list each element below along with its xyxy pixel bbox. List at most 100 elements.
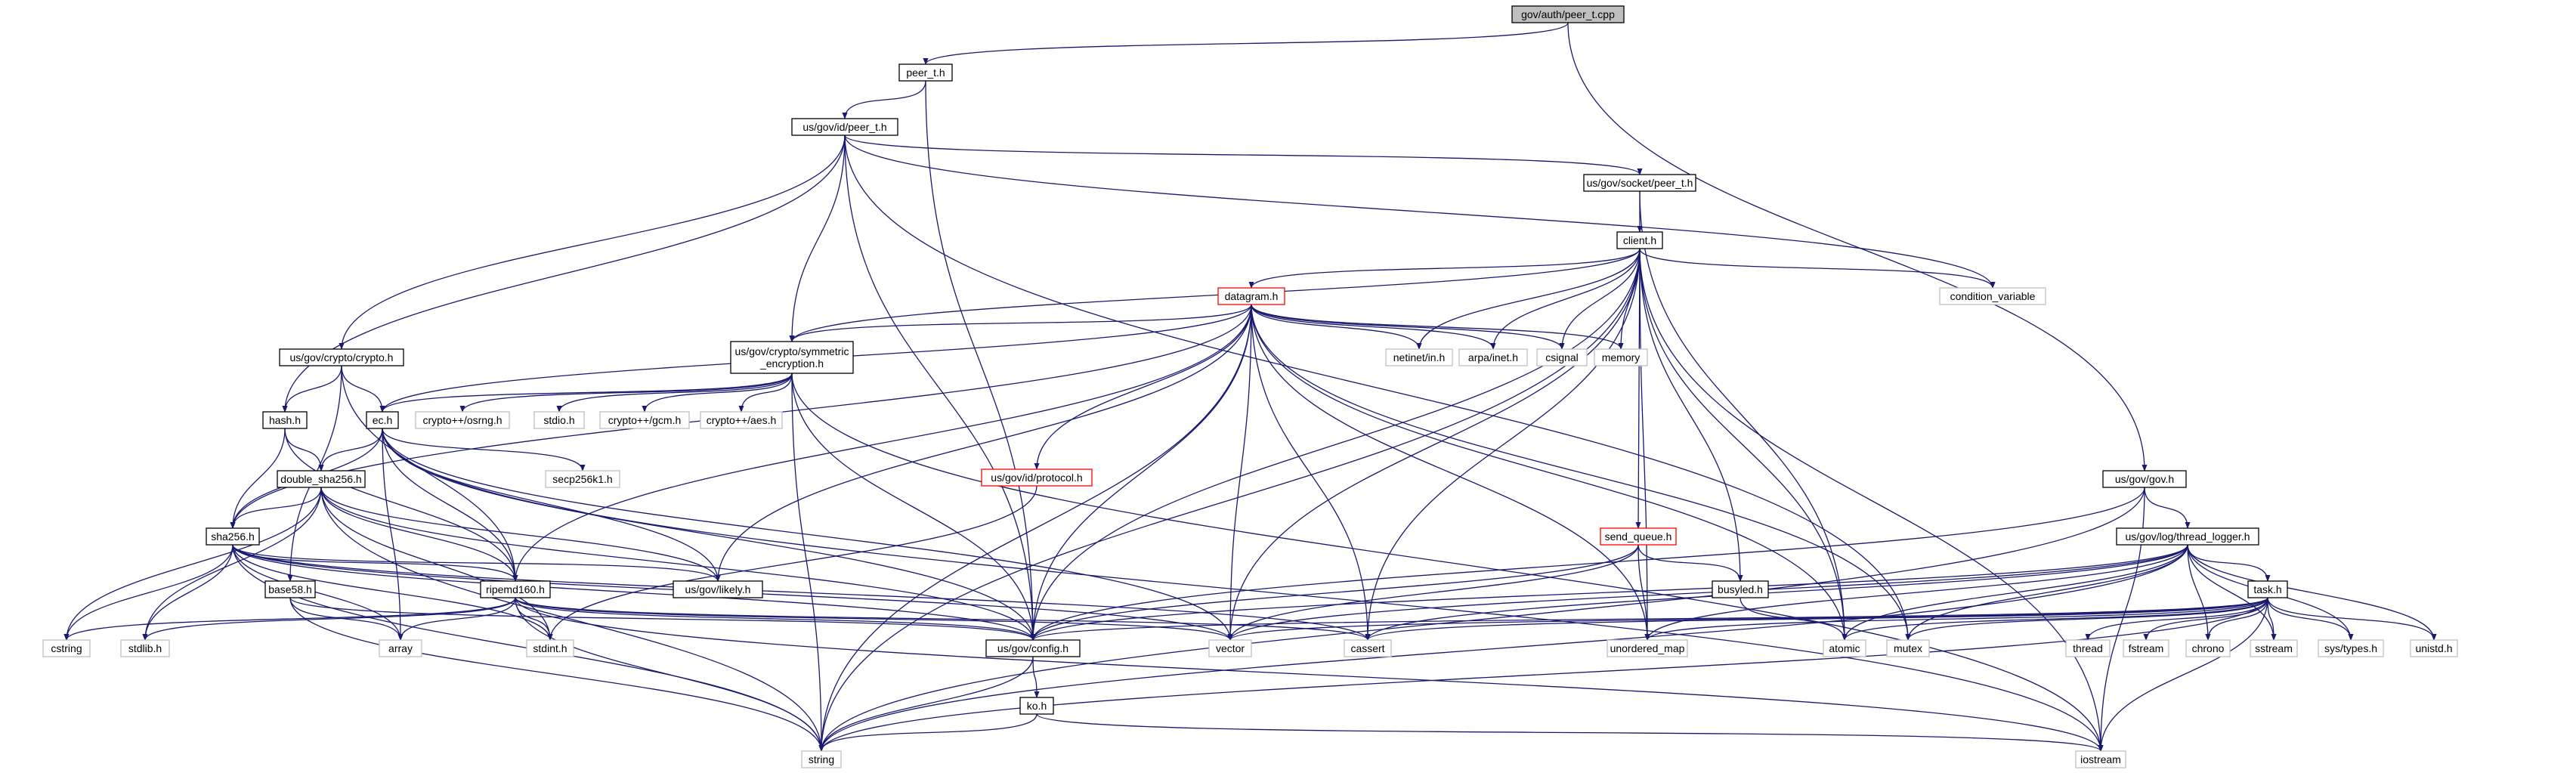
node-mutex-label: mutex — [1894, 642, 1922, 654]
node-thread_logger-box[interactable] — [2116, 527, 2259, 546]
node-sha256_h-box[interactable] — [206, 527, 260, 546]
node-task_h[interactable]: task.h — [2247, 580, 2288, 598]
edge-hash_h-to-ripemd_h — [284, 428, 518, 582]
node-memory-label: memory — [1602, 351, 1641, 363]
node-gcm: crypto++/gcm.h — [599, 411, 690, 429]
node-iostream-label: iostream — [2080, 753, 2121, 765]
edge-id_peer_t-to-crypto_h — [339, 135, 846, 350]
edge-thread_logger-to-config_h — [1030, 544, 2188, 641]
node-peer_t_h-label: peer_t.h — [906, 66, 945, 79]
node-ripemd_h-box[interactable] — [480, 580, 551, 598]
node-dsha_h-label: double_sha256.h — [280, 473, 361, 485]
edge-client_h-to-condvar — [1639, 248, 1996, 289]
node-chrono: chrono — [2185, 639, 2231, 657]
node-ripemd_h[interactable]: ripemd160.h — [480, 580, 551, 598]
node-send_queue[interactable]: send_queue.h — [1600, 527, 1677, 546]
node-protocol_h-box[interactable] — [981, 468, 1093, 487]
node-client_h-box[interactable] — [1616, 231, 1663, 249]
node-root[interactable]: gov/auth/peer_t.cpp — [1511, 5, 1625, 23]
node-peer_t_h-box[interactable] — [898, 63, 953, 82]
edge-datagram_h-to-ripemd_h — [512, 304, 1252, 582]
node-dsha_h[interactable]: double_sha256.h — [277, 470, 366, 488]
node-datagram_h-box[interactable] — [1217, 287, 1285, 305]
node-client_h[interactable]: client.h — [1616, 231, 1663, 249]
node-thread-label: thread — [2073, 642, 2103, 654]
node-aes: crypto++/aes.h — [700, 411, 783, 429]
edge-datagram_h-to-atomic — [1251, 304, 1848, 641]
node-gcm-box — [599, 411, 690, 429]
node-osrng-label: crypto++/osrng.h — [422, 414, 502, 426]
edge-client_h-to-vector — [1227, 248, 1641, 641]
edge-client_h-to-atomic — [1639, 248, 1848, 641]
edge-hash_h-to-dsha_h — [284, 428, 324, 472]
node-stdlib-label: stdlib.h — [128, 642, 162, 654]
edge-id_peer_t-to-mutex — [844, 135, 1911, 641]
node-condvar-box — [1939, 287, 2046, 305]
node-stdint-box — [526, 639, 574, 657]
node-task_h-box[interactable] — [2247, 580, 2288, 598]
node-peer_t_h[interactable]: peer_t.h — [898, 63, 953, 82]
edge-datagram_h-to-vector — [1227, 304, 1252, 641]
node-sha256_h[interactable]: sha256.h — [206, 527, 260, 546]
edge-gov_h-to-config_h — [1030, 487, 2145, 641]
node-systypes-label: sys/types.h — [2324, 642, 2377, 654]
edge-ec_h-to-array — [382, 428, 404, 641]
edge-root-to-peer_t_h — [923, 22, 1569, 65]
node-busyled_h[interactable]: busyled.h — [1712, 580, 1769, 598]
node-root-box[interactable] — [1511, 5, 1625, 23]
node-crypto_h-label: us/gov/crypto/crypto.h — [290, 351, 394, 363]
node-likely_h-label: us/gov/likely.h — [685, 583, 751, 595]
edge-task_h-to-thread — [2085, 597, 2268, 641]
node-hash_h-box[interactable] — [262, 411, 308, 429]
node-ec_h[interactable]: ec.h — [366, 411, 399, 429]
node-crypto_h-box[interactable] — [279, 348, 404, 366]
node-ec_h-box[interactable] — [366, 411, 399, 429]
node-ko_h[interactable]: ko.h — [1019, 697, 1054, 715]
node-likely_h[interactable]: us/gov/likely.h — [673, 580, 763, 598]
edge-dsha_h-to-string — [320, 487, 824, 752]
node-datagram_h[interactable]: datagram.h — [1217, 287, 1285, 305]
node-fstream-box — [2123, 639, 2169, 657]
edge-symenc_h-to-iostream — [791, 373, 2104, 752]
edge-thread_logger-to-sstream — [2187, 544, 2277, 641]
node-gov_h[interactable]: us/gov/gov.h — [2102, 470, 2187, 488]
edge-sha256_h-to-cstring — [63, 544, 233, 641]
node-chrono-label: chrono — [2192, 642, 2225, 654]
node-hash_h[interactable]: hash.h — [262, 411, 308, 429]
edge-ripemd_h-to-array — [397, 597, 516, 641]
node-gov_h-box[interactable] — [2102, 470, 2187, 488]
edge-thread_logger-to-mutex — [1905, 544, 2188, 641]
edge-datagram_h-to-config_h — [1030, 304, 1252, 641]
node-config_h[interactable]: us/gov/config.h — [985, 639, 1081, 657]
node-base58_h-label: base58.h — [268, 583, 312, 595]
edge-client_h-to-arpa — [1490, 248, 1641, 350]
node-vector: vector — [1208, 639, 1252, 657]
node-id_peer_t[interactable]: us/gov/id/peer_t.h — [791, 118, 898, 136]
node-dsha_h-box[interactable] — [277, 470, 366, 488]
node-likely_h-box[interactable] — [673, 580, 763, 598]
node-ko_h-box[interactable] — [1019, 697, 1054, 715]
node-datagram_h-label: datagram.h — [1225, 290, 1279, 302]
edge-sha256_h-to-stdlib — [142, 544, 233, 641]
node-symenc_h[interactable]: us/gov/crypto/symmetric_encryption.h — [730, 341, 854, 374]
node-protocol_h[interactable]: us/gov/id/protocol.h — [981, 468, 1093, 487]
edges-layer — [63, 22, 2437, 752]
node-send_queue-label: send_queue.h — [1605, 530, 1672, 543]
node-socket_peer_t-box[interactable] — [1583, 174, 1696, 192]
node-socket_peer_t[interactable]: us/gov/socket/peer_t.h — [1583, 174, 1696, 192]
edge-ripemd_h-to-stdlib — [142, 597, 516, 641]
node-base58_h[interactable]: base58.h — [264, 580, 316, 598]
node-send_queue-box[interactable] — [1600, 527, 1677, 546]
node-crypto_h[interactable]: us/gov/crypto/crypto.h — [279, 348, 404, 366]
node-base58_h-box[interactable] — [264, 580, 316, 598]
node-thread_logger[interactable]: us/gov/log/thread_logger.h — [2116, 527, 2259, 546]
node-symenc_h-label: _encryption.h — [759, 357, 824, 369]
edge-client_h-to-unordered_map — [1639, 248, 1650, 641]
node-busyled_h-box[interactable] — [1712, 580, 1769, 598]
node-netinet-label: netinet/in.h — [1393, 351, 1446, 363]
node-config_h-box[interactable] — [985, 639, 1081, 657]
node-symenc_h-box[interactable] — [730, 341, 854, 374]
node-id_peer_t-box[interactable] — [791, 118, 898, 136]
node-client_h-label: client.h — [1623, 234, 1656, 246]
edge-ko_h-to-iostream — [1036, 713, 2104, 752]
